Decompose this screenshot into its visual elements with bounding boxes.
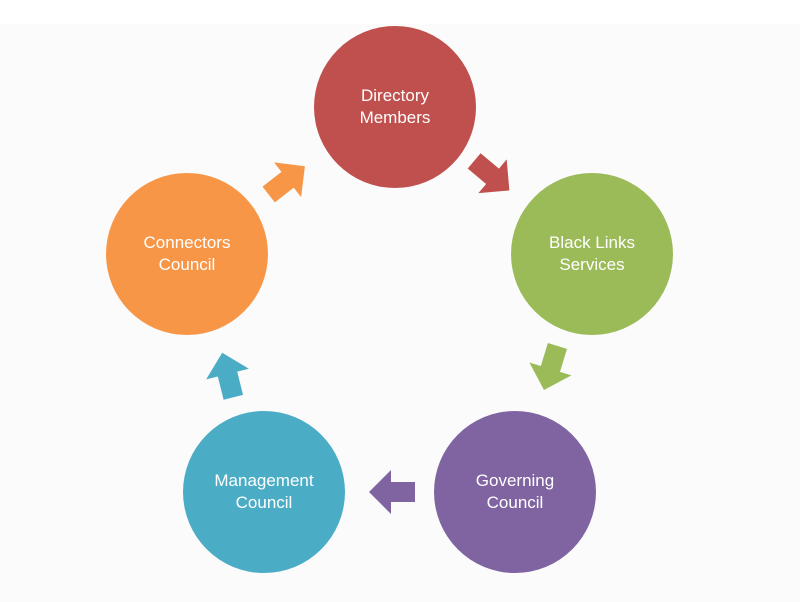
node-connectors-council: Connectors Council [106, 173, 268, 335]
node-label-directory-members: Directory Members [359, 86, 431, 127]
node-governing-council: Governing Council [434, 411, 596, 573]
node-management-council: Management Council [183, 411, 345, 573]
node-directory-members: Directory Members [314, 26, 476, 188]
node-label-management-council: Management Council [214, 471, 314, 512]
node-label-black-links-services: Black Links Services [549, 233, 635, 274]
arrow-management-to-connectors [206, 352, 249, 400]
arrow-connectors-to-directory [262, 162, 305, 203]
arrow-directory-to-blacklinks [467, 153, 510, 194]
node-label-governing-council: Governing Council [475, 471, 555, 512]
node-label-connectors-council: Connectors Council [143, 233, 231, 274]
node-black-links-services: Black Links Services [511, 173, 673, 335]
arrow-blacklinks-to-governing [529, 343, 572, 390]
arrow-governing-to-management [369, 470, 415, 514]
